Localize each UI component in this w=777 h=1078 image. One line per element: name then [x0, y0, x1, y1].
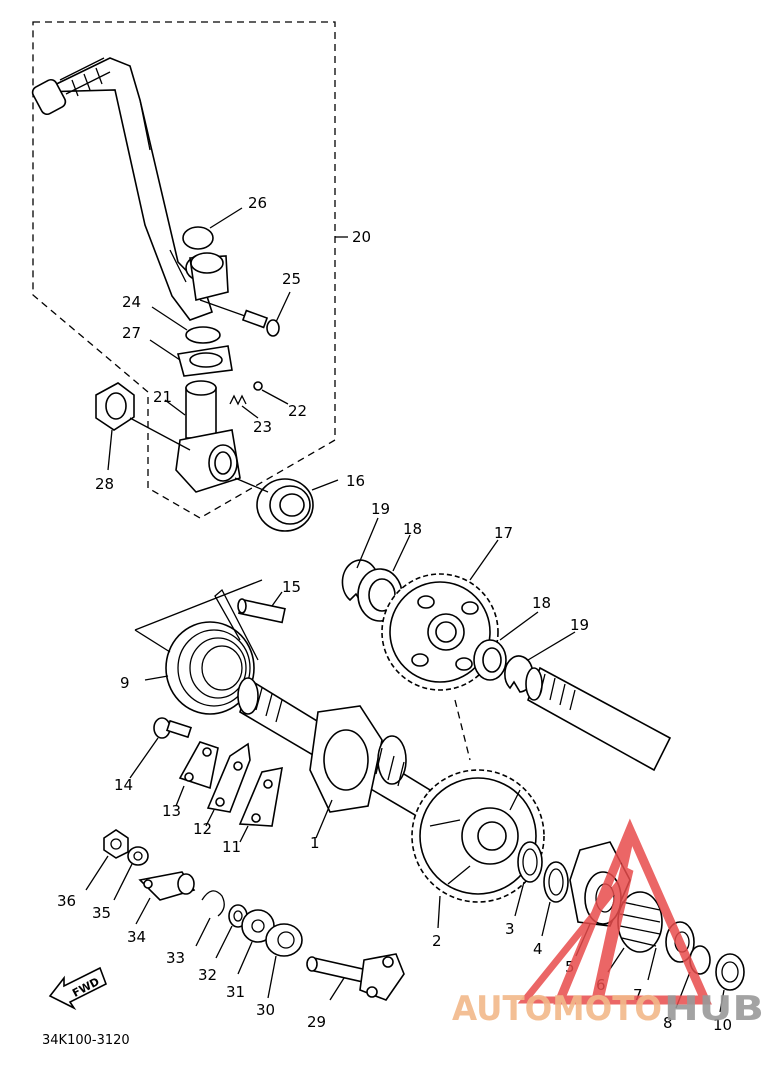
part-label: 26	[248, 194, 267, 212]
part-label: 17	[494, 524, 513, 542]
part-label: 25	[282, 270, 301, 288]
ball-22	[253, 381, 263, 391]
part-label: 31	[226, 983, 245, 1001]
watermark-text-right: HUB	[664, 989, 764, 1029]
part-label: 4	[533, 940, 543, 958]
collar-30	[265, 923, 303, 999]
cap-26	[182, 226, 214, 250]
spring-23	[229, 394, 259, 419]
pin-15	[237, 591, 286, 624]
part-label: 1	[310, 834, 320, 852]
part-label: 22	[288, 402, 307, 420]
part-label: 7	[633, 986, 643, 1004]
washer-35	[113, 846, 149, 901]
bolt-25	[199, 291, 291, 337]
fwd-arrow: FWD	[48, 966, 108, 1011]
shaft-29	[306, 953, 405, 1001]
part-label: 14	[114, 776, 133, 794]
watermark-logo	[517, 818, 712, 1005]
gear-2	[411, 769, 545, 929]
part-label: 3	[505, 920, 515, 938]
part-label: 12	[193, 820, 212, 838]
watermark-text: AUTOMOTO HUB	[452, 989, 764, 1029]
kick-lever-assembly-boundary	[32, 21, 336, 519]
spring-6-7	[607, 891, 663, 981]
kick-shaft-1	[237, 677, 445, 839]
part-label: 18	[532, 594, 551, 612]
washer-27	[149, 339, 233, 377]
part-label: 36	[57, 892, 76, 910]
part-label: 10	[713, 1016, 732, 1034]
nut-36	[85, 829, 129, 891]
part-label: 21	[153, 388, 172, 406]
part-label: 28	[95, 475, 114, 493]
part-label: 27	[122, 324, 141, 342]
oil-seal-16	[234, 477, 339, 532]
plate-13	[175, 741, 219, 807]
part-label: 30	[256, 1001, 275, 1019]
nut-28	[95, 382, 191, 471]
part-label: 29	[307, 1013, 326, 1031]
part-label: 23	[253, 418, 272, 436]
kick-lever	[31, 57, 229, 321]
kick-boss-21	[164, 380, 241, 493]
drawing-code: 34K100-3120	[42, 1033, 130, 1048]
stopper-34	[135, 871, 196, 925]
washer-4	[541, 861, 569, 937]
part-label: 15	[282, 578, 301, 596]
plate-12	[205, 742, 251, 827]
circlip-10	[715, 953, 745, 1013]
washer-31	[237, 909, 275, 975]
part-label: 16	[346, 472, 365, 490]
watermark-text-left: AUTOMOTO	[452, 989, 662, 1029]
part-label: 8	[663, 1014, 673, 1032]
part-label: 34	[127, 928, 146, 946]
spring-9	[134, 579, 263, 715]
part-label: 32	[198, 966, 217, 984]
part-label: 33	[166, 949, 185, 967]
part-label: 2	[432, 932, 442, 950]
part-label: 18	[403, 520, 422, 538]
bolt-14	[129, 717, 193, 779]
part-label: 20	[352, 228, 371, 246]
part-label: 35	[92, 904, 111, 922]
part-label: 9	[120, 674, 130, 692]
circlip-24	[185, 326, 221, 344]
spring-33	[195, 890, 225, 947]
part-label: 19	[371, 500, 390, 518]
gear-17	[381, 539, 499, 691]
part-label: 13	[162, 802, 181, 820]
plate-11	[238, 766, 283, 843]
circlip-3	[514, 841, 543, 917]
part-label: 11	[222, 838, 241, 856]
washer-18-lower	[473, 611, 539, 681]
shaft-right	[525, 666, 672, 772]
part-label: 19	[570, 616, 589, 634]
part-label: 24	[122, 293, 141, 311]
